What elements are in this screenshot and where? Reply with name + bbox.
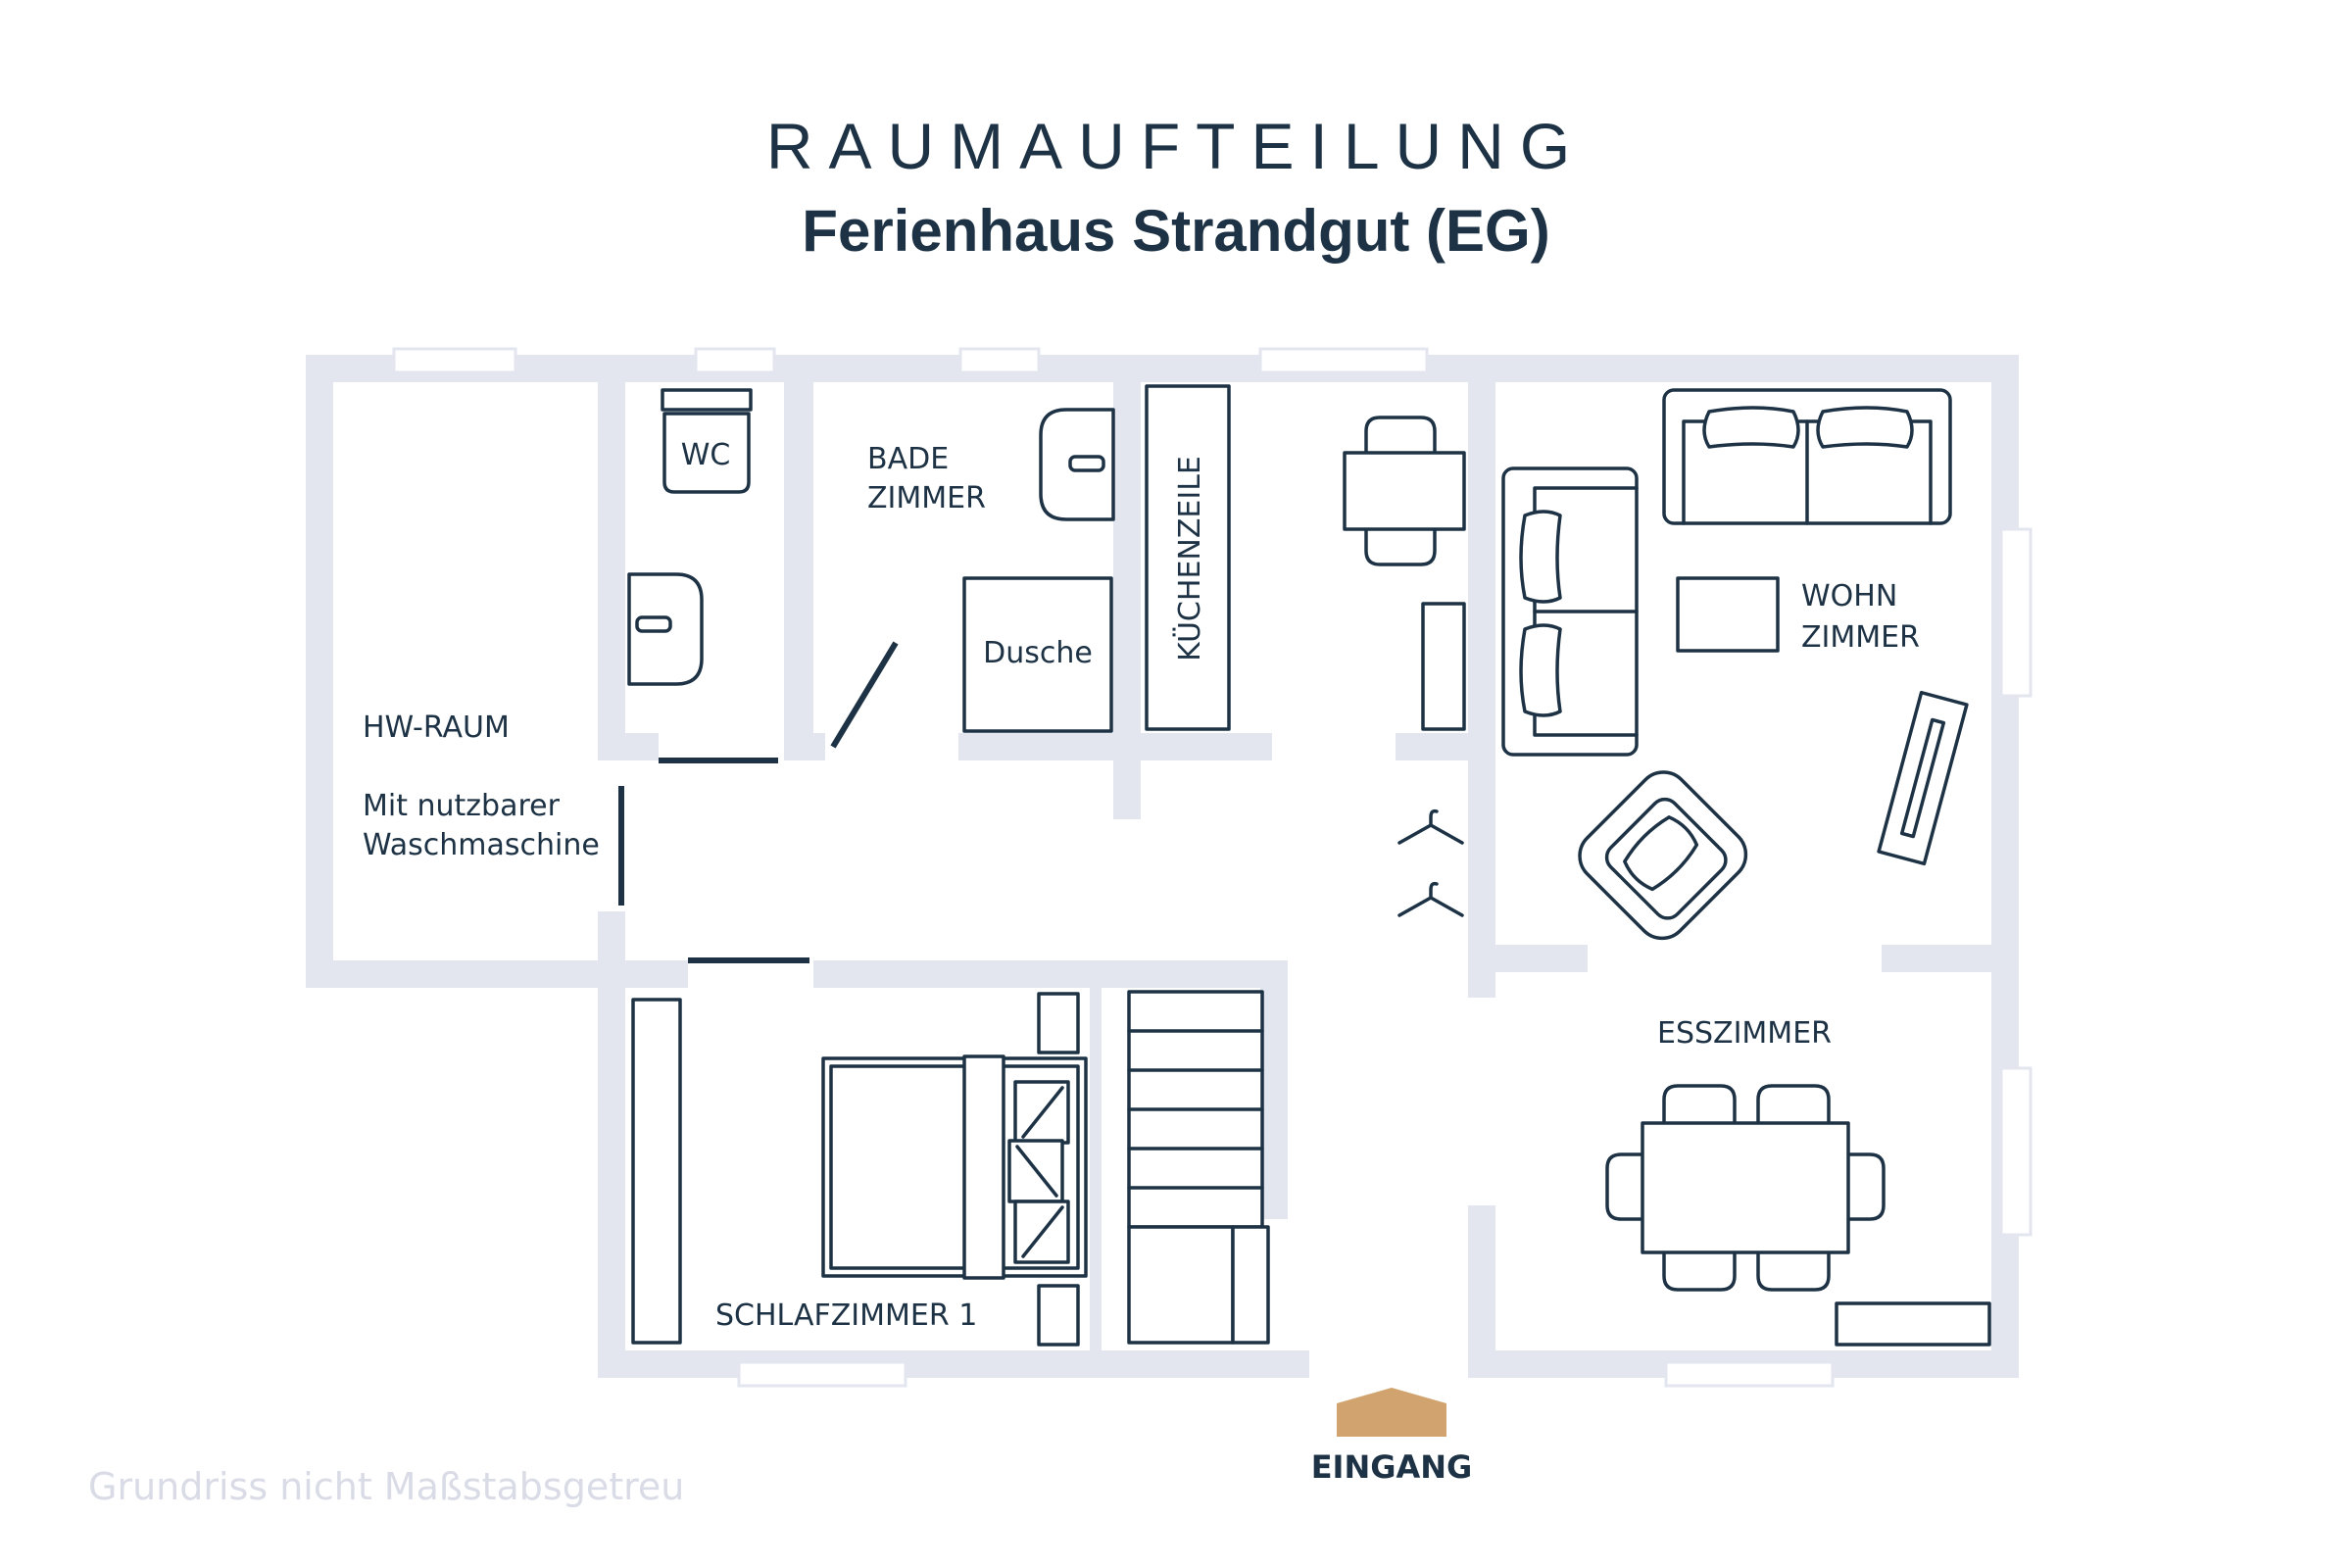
armchair-icon (1578, 770, 1748, 941)
bad-label-line2: ZIMMER (867, 481, 986, 515)
tv-icon (1877, 690, 1969, 866)
hw-raum-label: HW-RAUM (363, 710, 510, 745)
shower-icon (962, 576, 1113, 733)
dusche-label: Dusche (983, 636, 1093, 670)
wohn-label-line1: WOHN (1801, 579, 1897, 613)
bad-label-line1: BADE (867, 442, 949, 476)
entrance-arrow-icon (1337, 1388, 1446, 1437)
sideboard (1421, 602, 1466, 731)
bed-icon (821, 992, 1088, 1347)
hw-note-line2: Waschmaschine (363, 828, 600, 862)
doors (618, 641, 899, 963)
esszimmer-label: ESSZIMMER (1657, 1016, 1832, 1051)
wc-sink-icon (627, 572, 704, 686)
kuechenzeile-label: KÜCHENZEILE (1172, 456, 1207, 662)
walls (306, 355, 2019, 1378)
wardrobe (631, 998, 682, 1345)
dining-table-icon (1605, 1084, 1886, 1292)
wohn-label-line2: ZIMMER (1801, 620, 1920, 655)
kitchen-table-icon (1343, 416, 1466, 566)
page-subtitle: Ferienhaus Strandgut (EG) (802, 198, 1549, 264)
hanger-icon (1397, 808, 1464, 917)
bad-sink-icon (1039, 408, 1115, 521)
coffee-table (1676, 576, 1780, 653)
entrance-label: EINGANG (1311, 1448, 1473, 1486)
scale-note: Grundriss nicht Maßstabsgetreu (88, 1465, 684, 1508)
bad-door (830, 641, 899, 749)
sofa-icon (1662, 388, 1952, 525)
page-title: RAUMAUFTEILUNG (766, 110, 1586, 182)
windows (392, 347, 2033, 1388)
wc-label: WC (681, 438, 731, 472)
sideboard (1835, 1301, 1991, 1347)
schlafzimmer-label: SCHLAFZIMMER 1 (715, 1298, 977, 1333)
sofa-icon (1501, 466, 1639, 757)
staircase-icon (1127, 990, 1270, 1345)
toilet-icon (661, 388, 753, 494)
kitchen-counter (1145, 384, 1231, 731)
hw-note-line1: Mit nutzbarer (363, 789, 561, 823)
